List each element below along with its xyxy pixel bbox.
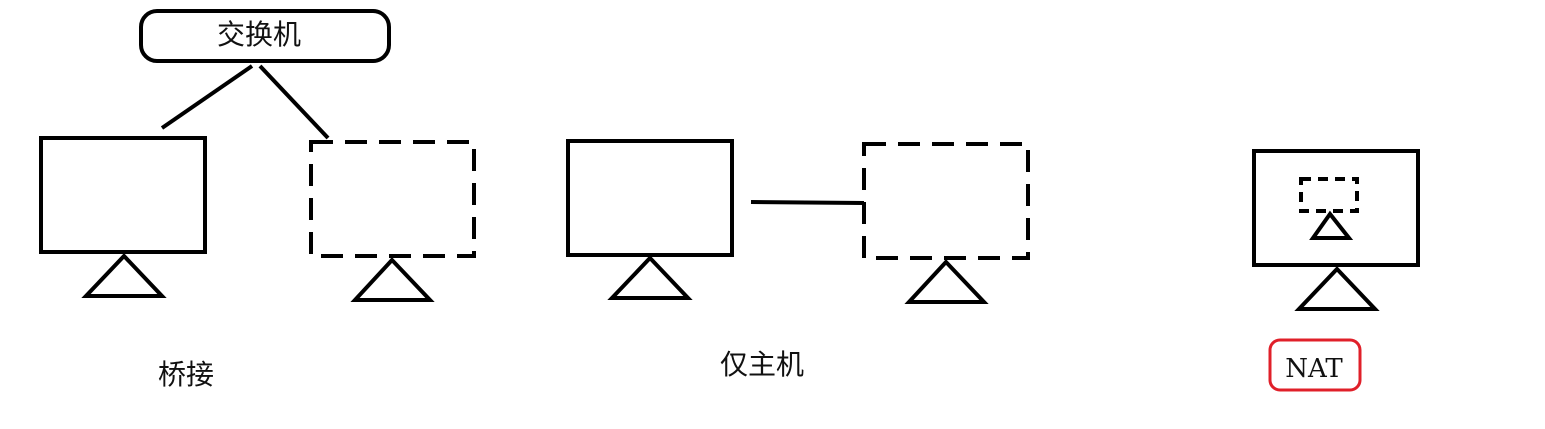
nat-label-highlight [1268,338,1362,392]
host-to-vm-link [750,200,865,205]
switch-box [139,9,391,63]
switch-to-host-link [160,64,254,130]
nat-label: NAT [1285,354,1343,384]
virtual-machine-icon [309,140,476,302]
switch-label: 交换机 [217,18,301,51]
virtual-machine-icon [862,142,1030,304]
switch: 交换机 [139,9,391,63]
host-computer-icon [39,136,207,298]
bridge-label: 桥接 [158,358,214,391]
host-computer-icon [1252,149,1420,311]
switch-to-vm-link [258,64,330,140]
host-only-label: 仅主机 [720,348,804,381]
nat-group: NAT [1252,149,1420,392]
host-only-group: 仅主机 [566,139,1030,381]
host-computer-icon [566,139,734,300]
bridge-group: 桥接 [39,64,476,391]
nested-virtual-machine-icon [1299,177,1359,240]
